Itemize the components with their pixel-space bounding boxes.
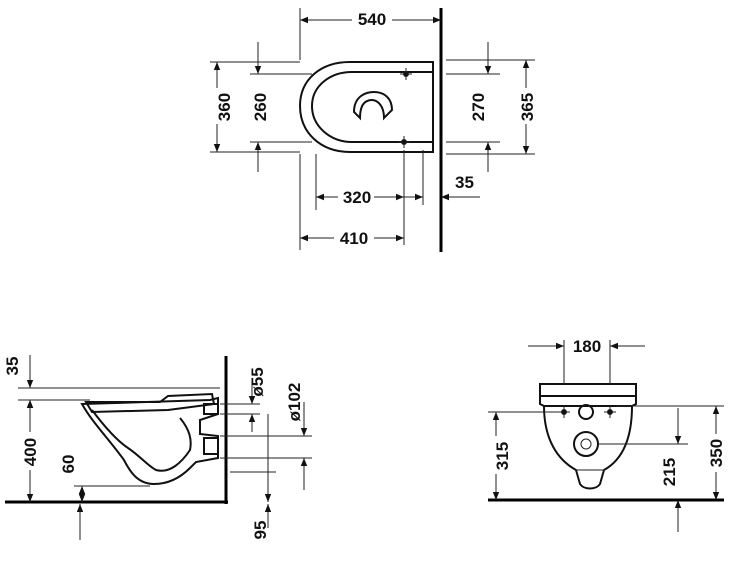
front-view: 180 315 215 350 bbox=[488, 337, 726, 532]
dim-320-label: 320 bbox=[343, 188, 371, 207]
side-toilet-seat bbox=[84, 392, 216, 414]
dim-410-label: 410 bbox=[340, 229, 368, 248]
top-fixing-mark-upper bbox=[400, 68, 412, 80]
dim-360-label: 360 bbox=[215, 93, 234, 121]
top-view: 540 320 410 35 360 260 270 bbox=[209, 8, 537, 252]
side-outlet bbox=[203, 437, 219, 455]
front-toilet-body bbox=[539, 383, 637, 490]
top-fixing-mark-lower bbox=[398, 136, 410, 148]
top-flush-opening bbox=[352, 90, 394, 121]
front-outlet-circle bbox=[573, 431, 599, 457]
dim-35-top-label: 35 bbox=[455, 173, 474, 192]
front-fixing-left bbox=[558, 406, 570, 418]
dim-95-label: 95 bbox=[251, 521, 270, 540]
dim-260-label: 260 bbox=[251, 93, 270, 121]
dim-215-label: 215 bbox=[660, 458, 679, 486]
top-bowl-inner bbox=[310, 71, 432, 143]
side-toilet-bowl-inner bbox=[91, 409, 192, 472]
dim-315-label: 315 bbox=[493, 442, 512, 470]
dim-180-label: 180 bbox=[573, 337, 601, 356]
top-bowl-outline bbox=[298, 61, 434, 153]
front-inlet-circle bbox=[578, 404, 594, 420]
dim-d55-label: ø55 bbox=[248, 367, 267, 396]
dim-side-35-label: 35 bbox=[3, 357, 22, 376]
dim-400-label: 400 bbox=[21, 438, 40, 466]
dim-350-label: 350 bbox=[707, 439, 726, 467]
dim-540-label: 540 bbox=[358, 10, 386, 29]
dim-365-label: 365 bbox=[518, 93, 537, 121]
side-inlet bbox=[203, 403, 219, 415]
dim-270-label: 270 bbox=[469, 93, 488, 121]
dim-d102-label: ø102 bbox=[285, 383, 304, 422]
dim-60-label: 60 bbox=[59, 455, 78, 474]
front-fixing-right bbox=[604, 406, 616, 418]
side-view: 35 400 60 ø55 ø102 95 bbox=[3, 355, 312, 540]
